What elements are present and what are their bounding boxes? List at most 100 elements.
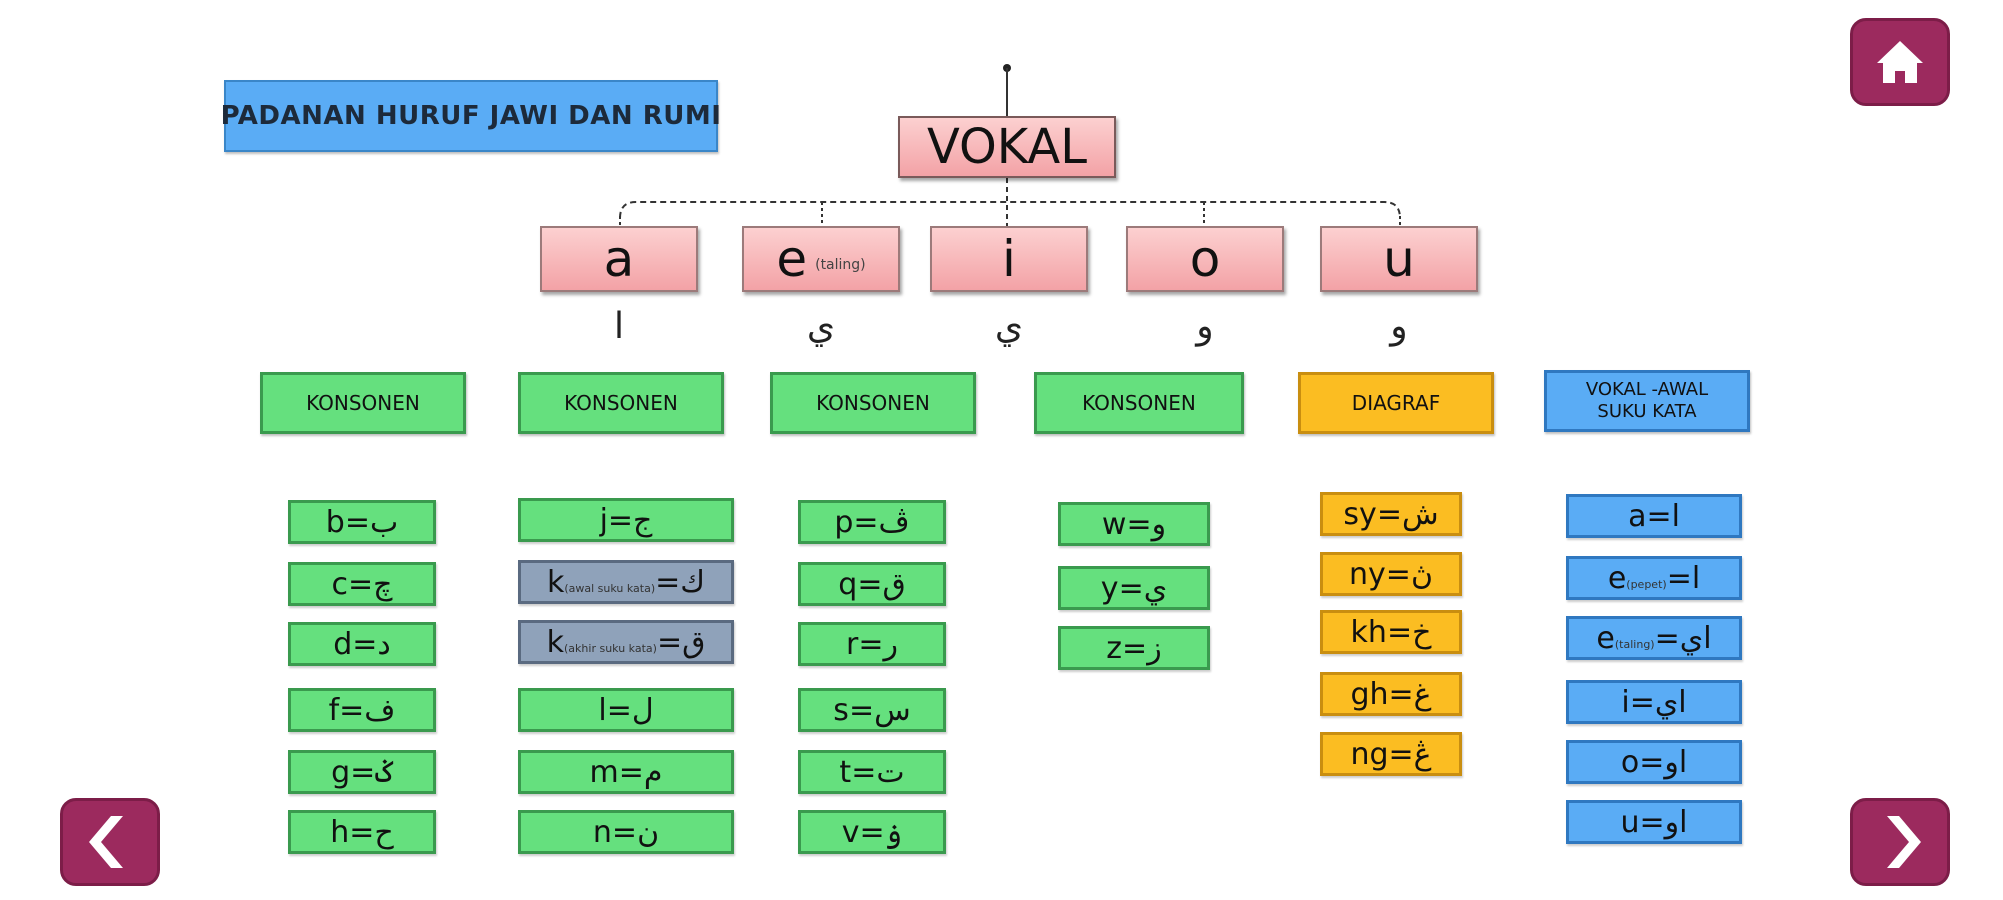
equals-sign: = [347, 566, 374, 602]
letter-pair-kh[interactable]: kh=خ [1320, 610, 1462, 654]
letter-pair-g[interactable]: g=ݢ [288, 750, 436, 794]
vowel-o-box[interactable]: o [1126, 226, 1284, 292]
letter-pair-a[interactable]: a=ا [1566, 494, 1742, 538]
rumi-letter: i [1621, 684, 1630, 720]
rumi-letter: r [846, 626, 859, 662]
equals-sign: = [349, 814, 375, 850]
jawi-glyph-u: و [1390, 306, 1408, 347]
category-diagraf[interactable]: DIAGRAF [1298, 372, 1494, 434]
letter-pair-n[interactable]: n=ن [518, 810, 734, 854]
jawi-letter: ن [637, 814, 660, 850]
jawi-letter: او [1664, 804, 1688, 840]
letter-pair-ng[interactable]: ng=ڠ [1320, 732, 1462, 776]
next-button[interactable] [1850, 798, 1950, 886]
category-konsonen-4[interactable]: KONSONEN [1034, 372, 1244, 434]
jawi-letter: ݢ [375, 754, 393, 790]
category-vokal-awal-suku-kata[interactable]: VOKAL -AWAL SUKU KATA [1544, 370, 1750, 432]
jawi-glyph-i: ي [994, 306, 1024, 347]
letter-pair-h[interactable]: h=ح [288, 810, 436, 854]
category-line-1: VOKAL -AWAL [1585, 379, 1709, 400]
letter-pair-e[interactable]: e(pepet)=ا [1566, 556, 1742, 600]
prev-button[interactable] [60, 798, 160, 886]
rumi-letter: k [546, 564, 565, 600]
rumi-letter: w [1101, 506, 1127, 542]
letter-pair-u[interactable]: u=او [1566, 800, 1742, 844]
jawi-letter: ش [1401, 496, 1439, 532]
equals-sign: = [1639, 804, 1665, 840]
letter-pair-v[interactable]: v=ۏ [798, 810, 946, 854]
letter-pair-l[interactable]: l=ل [518, 688, 734, 732]
rumi-letter: n [592, 814, 612, 850]
letter-pair-f[interactable]: f=ف [288, 688, 436, 732]
rumi-letter: g [331, 754, 351, 790]
letter-pair-q[interactable]: q=ق [798, 562, 946, 606]
letter-pair-m[interactable]: m=م [518, 750, 734, 794]
rumi-letter: l [598, 692, 607, 728]
equals-sign: = [851, 754, 877, 790]
rumi-letter: h [330, 814, 350, 850]
rumi-letter: z [1106, 630, 1123, 666]
jawi-letter: ب [369, 504, 399, 540]
letter-pair-w[interactable]: w=و [1058, 502, 1210, 546]
jawi-letter: ل [631, 692, 654, 728]
rumi-letter: u [1620, 804, 1640, 840]
jawi-letter: ا [1691, 560, 1701, 596]
letter-pair-i[interactable]: i=اي [1566, 680, 1742, 724]
jawi-letter: چ [373, 566, 393, 602]
category-konsonen-3[interactable]: KONSONEN [770, 372, 976, 434]
letter-pair-s[interactable]: s=س [798, 688, 946, 732]
letter-pair-k[interactable]: k(awal suku kata)=ك [518, 560, 734, 604]
letter-pair-d[interactable]: d=د [288, 622, 436, 666]
jawi-letter: ي [1143, 570, 1168, 606]
category-line-2: SUKU KATA [1597, 401, 1697, 422]
jawi-letter: ق [682, 624, 706, 660]
jawi-letter: ز [1147, 630, 1162, 666]
home-button[interactable] [1850, 18, 1950, 106]
jawi-letter: ڽ [1410, 556, 1433, 592]
equals-sign: = [1629, 684, 1655, 720]
rumi-letter: kh [1350, 614, 1387, 650]
rumi-letter: gh [1350, 676, 1389, 712]
rumi-letter: s [833, 692, 849, 728]
jawi-letter: اي [1679, 620, 1712, 656]
equals-sign: = [655, 564, 681, 600]
equals-sign: = [848, 692, 875, 728]
equals-sign: = [1376, 496, 1402, 532]
letter-pair-sy[interactable]: sy=ش [1320, 492, 1462, 536]
letter-pair-c[interactable]: c=چ [288, 562, 436, 606]
letter-pair-z[interactable]: z=ز [1058, 626, 1210, 670]
equals-sign: = [352, 626, 378, 662]
equals-sign: = [611, 814, 638, 850]
rumi-letter: ng [1350, 736, 1389, 772]
letter-pair-y[interactable]: y=ي [1058, 566, 1210, 610]
equals-sign: = [859, 814, 885, 850]
category-konsonen-2[interactable]: KONSONEN [518, 372, 724, 434]
equals-sign: = [606, 692, 632, 728]
letter-pair-b[interactable]: b=ب [288, 500, 436, 544]
rumi-letter: v [841, 814, 860, 850]
vowel-a-box[interactable]: a [540, 226, 698, 292]
vowel-i-box[interactable]: i [930, 226, 1088, 292]
equals-sign: = [853, 504, 879, 540]
equals-sign: = [339, 692, 365, 728]
letter-pair-k[interactable]: k(akhir suku kata)=ق [518, 620, 734, 664]
letter-pair-p[interactable]: p=ڤ [798, 500, 946, 544]
letter-pair-e[interactable]: e(taling)=اي [1566, 616, 1742, 660]
category-konsonen-1[interactable]: KONSONEN [260, 372, 466, 434]
vowel-letter: a [603, 230, 635, 288]
letter-pair-o[interactable]: o=او [1566, 740, 1742, 784]
letter-pair-t[interactable]: t=ت [798, 750, 946, 794]
branch-connector [619, 201, 1401, 219]
rumi-letter: q [838, 566, 858, 602]
letter-pair-r[interactable]: r=ر [798, 622, 946, 666]
vowel-u-box[interactable]: u [1320, 226, 1478, 292]
jawi-letter: ك [680, 564, 706, 600]
vowel-letter: u [1383, 230, 1415, 288]
vowel-e-box[interactable]: e (taling) [742, 226, 900, 292]
rumi-letter: e [1596, 620, 1615, 656]
jawi-letter: ق [882, 566, 906, 602]
letter-pair-j[interactable]: j=ج [518, 498, 734, 542]
letter-pair-ny[interactable]: ny=ڽ [1320, 552, 1462, 596]
letter-pair-gh[interactable]: gh=غ [1320, 672, 1462, 716]
